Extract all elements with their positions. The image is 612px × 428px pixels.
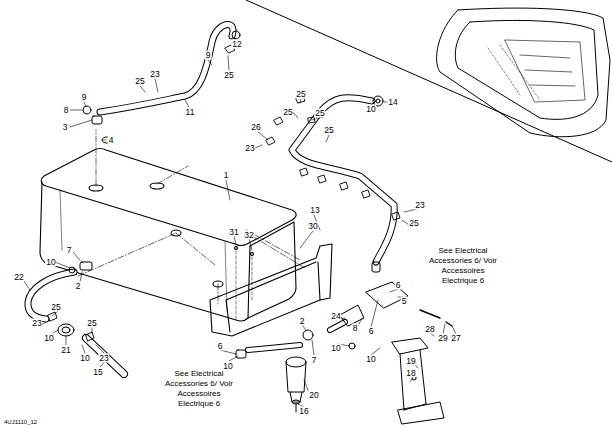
callout-number: 16 (298, 407, 309, 416)
callout-number: 25 (295, 90, 306, 99)
callout-number: 25 (134, 77, 145, 86)
hose (28, 25, 394, 374)
callout-number: 30 (307, 222, 318, 231)
drawing-code: 4UJ1110_12 (3, 419, 38, 425)
callout-number: 8 (352, 324, 359, 333)
callout-number: 28 (424, 325, 435, 334)
callout-number: 25 (223, 71, 234, 80)
callout-number: 25 (86, 319, 97, 328)
callout-number: 6 (217, 342, 224, 351)
callout-number: 6 (368, 327, 375, 336)
callout-number: 31 (228, 228, 239, 237)
callout-number: 4 (108, 136, 115, 145)
callout-number: 12 (231, 40, 242, 49)
callout-number: 25 (282, 108, 293, 117)
callout-number: 23 (244, 144, 255, 153)
callout-number: 27 (450, 334, 461, 343)
callout-number: 25 (323, 126, 334, 135)
callout-number: 21 (60, 346, 71, 355)
callout-number: 10 (330, 344, 341, 353)
reference-note: See Electrical Accessories 6/ Voir Acces… (162, 369, 236, 409)
fittings (58, 31, 452, 358)
callout-number: 7 (311, 356, 318, 365)
callout-number: 22 (13, 273, 24, 282)
callout-number: 18 (405, 369, 416, 378)
callout-number: 13 (309, 206, 320, 215)
callout-number: 23 (98, 354, 109, 363)
callout-number: 26 (250, 123, 261, 132)
callout-number: 24 (330, 312, 341, 321)
callout-number: 1 (223, 171, 230, 180)
callout-number: 14 (387, 98, 398, 107)
callout-number: 6 (395, 281, 402, 290)
callout-number: 10 (365, 105, 376, 114)
fuel-sender (392, 338, 444, 424)
callout-number: 29 (437, 334, 448, 343)
leader-lines (23, 38, 456, 407)
clamps (48, 45, 400, 341)
callout-number: 9 (81, 93, 88, 102)
callout-number: 10 (79, 354, 90, 363)
callout-number: 11 (185, 108, 196, 117)
callout-number: 19 (405, 357, 416, 366)
callout-number: 10 (43, 334, 54, 343)
callout-number: 23 (149, 70, 160, 79)
callout-number: 15 (92, 368, 103, 377)
callout-number: 25 (50, 303, 61, 312)
callout-number: 3 (62, 123, 69, 132)
fuel-tank (40, 149, 296, 322)
callout-number: 25 (314, 109, 325, 118)
callout-number: 5 (401, 297, 408, 306)
reference-note: See Electrical Accessories 6/ Voir Acces… (426, 246, 500, 286)
callout-number: 32 (243, 231, 254, 240)
tank-bracket (210, 244, 332, 336)
callout-number: 8 (63, 106, 70, 115)
callout-number: 2 (75, 282, 82, 291)
centre-lines (78, 130, 305, 305)
callout-number: 23 (414, 201, 425, 210)
callout-number: 20 (308, 391, 319, 400)
callout-number: 23 (31, 319, 42, 328)
callout-number: 9 (205, 51, 212, 60)
callout-number: 2 (299, 317, 306, 326)
callout-number: 10 (365, 355, 376, 364)
callout-number: 25 (408, 219, 419, 228)
callout-number: 10 (45, 258, 56, 267)
pump (286, 357, 306, 412)
callout-number: 7 (66, 246, 73, 255)
boat-overview (437, 8, 610, 137)
